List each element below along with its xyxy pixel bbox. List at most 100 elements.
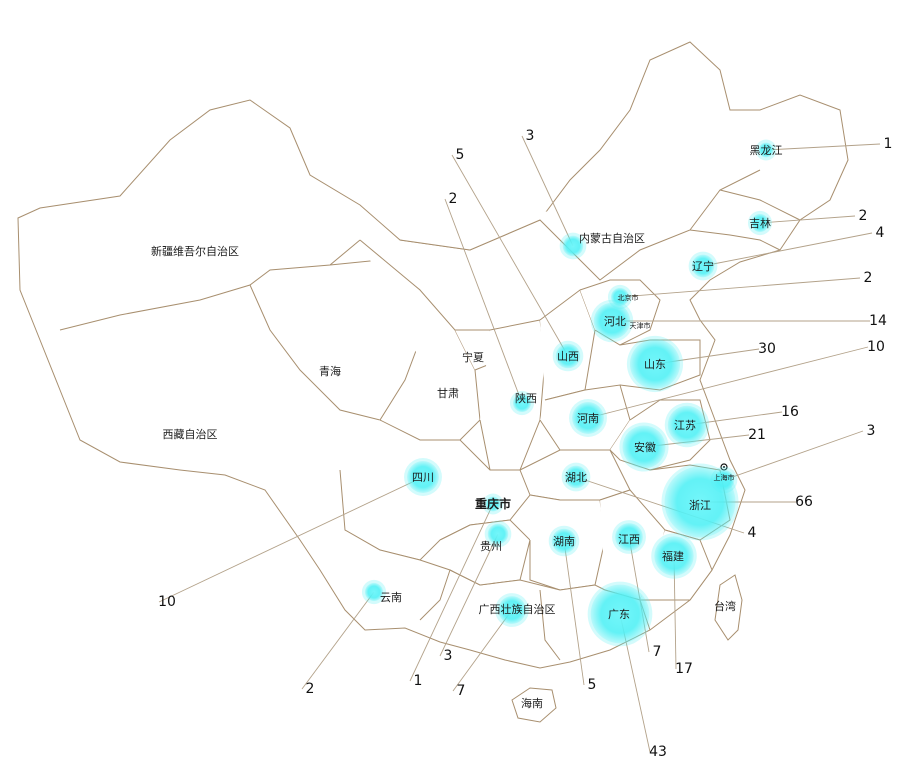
province-label-xinjiang: 新疆维吾尔自治区 — [151, 244, 239, 258]
bubble-zhejiang[interactable] — [664, 466, 736, 538]
hainan-island — [511, 687, 557, 723]
province-label-chongqing: 重庆市 — [475, 496, 511, 511]
value-label-liaoning: 4 — [876, 225, 885, 241]
province-borders — [17, 41, 849, 723]
value-label-anhui: 21 — [748, 427, 766, 443]
bubble-neimenggu[interactable] — [562, 235, 584, 257]
value-label-shaanxi: 2 — [449, 191, 458, 207]
province-label-neimenggu: 内蒙古自治区 — [579, 231, 645, 245]
value-label-beijing: 2 — [864, 270, 873, 286]
province-label-anhui: 安徽 — [634, 440, 656, 454]
bubble-hebei[interactable] — [593, 302, 631, 340]
leader-line-guangxi — [452, 609, 513, 692]
bubble-guangxi[interactable] — [498, 596, 526, 624]
bubble-shandong[interactable] — [629, 338, 681, 390]
value-label-shandong: 30 — [758, 341, 776, 357]
value-label-sichuan: 10 — [158, 594, 176, 610]
border-xizang-qinghai — [249, 284, 381, 421]
bubble-heilongjiang[interactable] — [758, 142, 774, 158]
leader-line-jilin — [759, 215, 856, 224]
province-label-hainan: 海南 — [521, 696, 543, 710]
province-label-taiwan: 台湾 — [714, 599, 736, 613]
border-neimenggu — [399, 169, 761, 281]
province-label-ningxia: 宁夏 — [462, 350, 484, 364]
bubble-fujian[interactable] — [654, 536, 694, 576]
value-bubbles — [361, 139, 777, 647]
bubble-jiangsu[interactable] — [667, 405, 707, 445]
leader-line-liaoning — [702, 232, 873, 267]
leader-line-guizhou — [439, 533, 499, 657]
value-label-heilongjiang: 1 — [884, 136, 893, 152]
value-label-guangxi: 7 — [457, 683, 466, 699]
leader-line-yunnan — [301, 591, 375, 690]
province-label-guangxi: 广西壮族自治区 — [479, 602, 556, 616]
border-dongbei — [689, 189, 801, 251]
province-label-gansu: 甘肃 — [437, 387, 459, 400]
bubble-jiangxi[interactable] — [615, 523, 643, 551]
bubble-beijing[interactable] — [610, 287, 630, 307]
value-label-jiangsu: 16 — [781, 404, 799, 420]
leader-line-henan — [587, 346, 869, 419]
value-label-chongqing: 1 — [414, 673, 423, 689]
value-label-neimenggu: 3 — [526, 128, 535, 144]
bubble-chongqing[interactable] — [485, 496, 501, 512]
bubble-yunnan[interactable] — [364, 582, 384, 602]
value-label-jiangxi: 7 — [653, 644, 662, 660]
bubble-guizhou[interactable] — [487, 523, 509, 545]
province-label-guizhou: 贵州 — [480, 540, 502, 553]
value-label-hebei: 14 — [869, 313, 887, 329]
value-label-hunan: 5 — [588, 677, 597, 693]
bubble-sichuan[interactable] — [407, 461, 439, 493]
province-label-hubei: 湖北 — [565, 471, 587, 484]
value-label-fujian: 17 — [675, 661, 693, 677]
bubble-liaoning[interactable] — [691, 254, 715, 278]
bubble-jilin[interactable] — [750, 213, 770, 233]
value-label-guangdong: 43 — [649, 744, 667, 760]
bubble-guangdong[interactable] — [590, 584, 650, 644]
value-label-yunnan: 2 — [306, 681, 315, 697]
province-label-jiangxi: 江西 — [618, 533, 640, 546]
province-label-shanghai: 上海市 — [714, 473, 735, 482]
province-label-jiangsu: 江苏 — [674, 419, 696, 432]
bubble-shanxi[interactable] — [555, 343, 581, 369]
value-label-zhejiang: 66 — [795, 494, 813, 510]
leader-line-shanghai — [723, 430, 864, 481]
province-label-shandong: 山东 — [644, 358, 666, 371]
province-label-qinghai: 青海 — [319, 364, 341, 378]
taiwan-island — [714, 574, 743, 641]
province-label-tianjin: 天津市 — [630, 321, 651, 330]
province-label-jilin: 吉林 — [749, 216, 771, 230]
value-label-henan: 10 — [867, 339, 885, 355]
leader-line-hunan — [563, 540, 585, 686]
province-label-guangdong: 广东 — [608, 608, 630, 621]
value-label-jilin: 2 — [859, 208, 868, 224]
bubble-hunan[interactable] — [551, 528, 577, 554]
value-label-shanghai: 3 — [867, 423, 876, 439]
value-label-shanxi: 5 — [456, 147, 465, 163]
province-label-heilongjiang: 黑龙江 — [750, 144, 783, 157]
province-label-shaanxi: 陕西 — [515, 391, 537, 405]
bubble-hubei[interactable] — [564, 465, 588, 489]
province-label-xizang: 西藏自治区 — [163, 427, 218, 441]
province-label-fujian: 福建 — [662, 549, 684, 563]
leader-line-shaanxi — [444, 198, 523, 404]
leader-line-heilongjiang — [765, 143, 881, 151]
bubble-anhui[interactable] — [622, 425, 666, 469]
leader-line-chongqing — [409, 503, 494, 682]
province-label-zhejiang: 浙江 — [689, 499, 711, 512]
leader-line-beijing — [619, 277, 861, 298]
bubble-henan[interactable] — [572, 402, 604, 434]
province-label-hunan: 湖南 — [553, 535, 575, 548]
province-label-shanxi: 山西 — [557, 350, 579, 363]
province-label-henan: 河南 — [577, 412, 599, 425]
province-label-sichuan: 四川 — [412, 471, 434, 484]
leader-line-shanxi — [451, 154, 569, 357]
bubble-shaanxi[interactable] — [512, 393, 532, 413]
province-label-liaoning: 辽宁 — [692, 259, 714, 273]
value-label-hubei: 4 — [748, 525, 757, 541]
province-label-beijing: 北京市 — [618, 293, 639, 302]
leader-line-neimenggu — [521, 135, 574, 247]
